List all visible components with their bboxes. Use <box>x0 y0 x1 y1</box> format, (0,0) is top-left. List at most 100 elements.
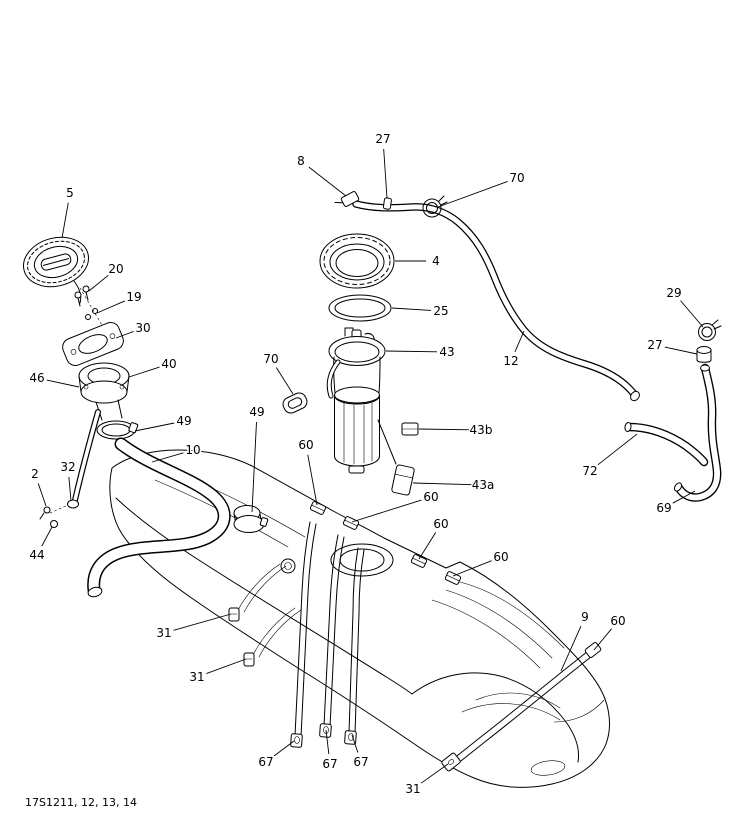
leader-line-70 <box>437 181 508 208</box>
leader-line-32 <box>68 476 72 502</box>
callout-19: 19 <box>126 290 141 304</box>
leader-line-20 <box>88 274 109 292</box>
callout-49: 49 <box>249 405 264 419</box>
leader-line-44 <box>41 526 53 547</box>
tank-rib <box>461 703 561 721</box>
tank-rib <box>431 599 541 669</box>
hose-clamp-27-top <box>382 197 392 210</box>
callout-31: 31 <box>189 670 204 684</box>
callout-43a: 43a <box>472 478 495 492</box>
strap-9 <box>441 642 602 772</box>
hose-clamp-32 <box>67 499 79 509</box>
leader-line-31 <box>173 613 232 631</box>
callout-67: 67 <box>322 757 337 771</box>
diagram-artwork <box>23 191 722 788</box>
strap-clip-31 <box>243 607 302 667</box>
leader-line-70 <box>275 367 294 395</box>
fuel-pump-module-43 <box>326 327 397 474</box>
leader-line-27 <box>383 148 388 199</box>
leader-line-67 <box>351 734 359 753</box>
vent-hose-top-12 <box>334 191 640 402</box>
fuel-tank-body <box>109 449 610 788</box>
callout-29: 29 <box>666 286 681 300</box>
cap-screws <box>74 285 107 333</box>
callout-67: 67 <box>258 755 273 769</box>
filler-inlet-stub <box>233 505 269 533</box>
callout-27: 27 <box>375 132 390 146</box>
callout-32: 32 <box>60 460 75 474</box>
filler-tube-10 <box>87 437 231 598</box>
leader-line-31 <box>420 763 449 784</box>
leader-line-31 <box>206 658 247 674</box>
callout-40: 40 <box>161 357 176 371</box>
callout-31: 31 <box>405 782 420 796</box>
hose-ring-clamp-70 <box>422 195 448 218</box>
callout-27: 27 <box>647 338 662 352</box>
callout-60: 60 <box>433 517 448 531</box>
leader-line-72 <box>597 433 638 466</box>
screw-2 <box>43 506 51 514</box>
leader-line-43b <box>418 428 472 431</box>
leader-line-49 <box>134 422 175 432</box>
leader-line-25 <box>391 307 432 311</box>
leader-line-60 <box>307 454 318 506</box>
pump-float-43a <box>391 464 415 496</box>
strap-67-c <box>344 547 365 745</box>
callout-60: 60 <box>610 614 625 628</box>
callout-60: 60 <box>423 490 438 504</box>
strap-clip-60 <box>444 571 462 585</box>
tank-outline <box>109 449 610 788</box>
pump-seal-25 <box>328 294 392 322</box>
strap-9-end-clip <box>441 752 461 772</box>
leader-line-43a <box>412 482 474 486</box>
strap-clip-60 <box>309 501 327 515</box>
callout-67: 67 <box>353 755 368 769</box>
tank-rib <box>459 581 565 649</box>
tank-front-ridge <box>115 497 413 695</box>
callout-30: 30 <box>135 321 150 335</box>
leader-line-12 <box>514 330 525 353</box>
filler-gasket <box>62 321 124 367</box>
callout-43b: 43b <box>470 423 493 437</box>
leader-line-49 <box>251 421 257 513</box>
leader-line-60 <box>351 499 422 523</box>
leader-line-30 <box>115 331 134 339</box>
callout-10: 10 <box>185 443 200 457</box>
strap-clip-31 <box>228 563 287 622</box>
tank-right-ridge <box>411 672 579 763</box>
washer-44 <box>50 520 58 528</box>
leader-line-60 <box>452 560 492 577</box>
callout-60: 60 <box>298 438 313 452</box>
leader-line-29 <box>680 300 704 328</box>
callout-69: 69 <box>656 501 671 515</box>
leader-line-46 <box>46 379 80 388</box>
leader-line-10 <box>151 452 184 463</box>
hose-fitting-8 <box>334 191 360 207</box>
strap-clip-60 <box>342 516 360 530</box>
leader-line-9 <box>560 625 582 672</box>
callout-70: 70 <box>263 352 278 366</box>
ring-clamp-29 <box>698 319 722 341</box>
callout-31: 31 <box>156 626 171 640</box>
leader-line-43 <box>385 350 438 353</box>
callout-8: 8 <box>297 154 305 168</box>
leader-line-19 <box>96 300 126 314</box>
filler-flange <box>78 362 130 421</box>
leader-line-8 <box>308 166 347 197</box>
callout-2: 2 <box>31 467 39 481</box>
tank-vent-cap-inner <box>284 562 292 570</box>
callout-12: 12 <box>503 354 518 368</box>
strap-67-b <box>319 534 345 738</box>
leader-line-60 <box>418 532 437 560</box>
callout-44: 44 <box>29 548 44 562</box>
pump-connector-43b <box>401 422 419 436</box>
leader-line-67 <box>325 729 330 755</box>
hose-69 <box>673 363 722 502</box>
callout-20: 20 <box>108 262 123 276</box>
hose-72 <box>624 422 709 467</box>
callout-5: 5 <box>66 186 74 200</box>
tank-rib <box>475 692 561 709</box>
